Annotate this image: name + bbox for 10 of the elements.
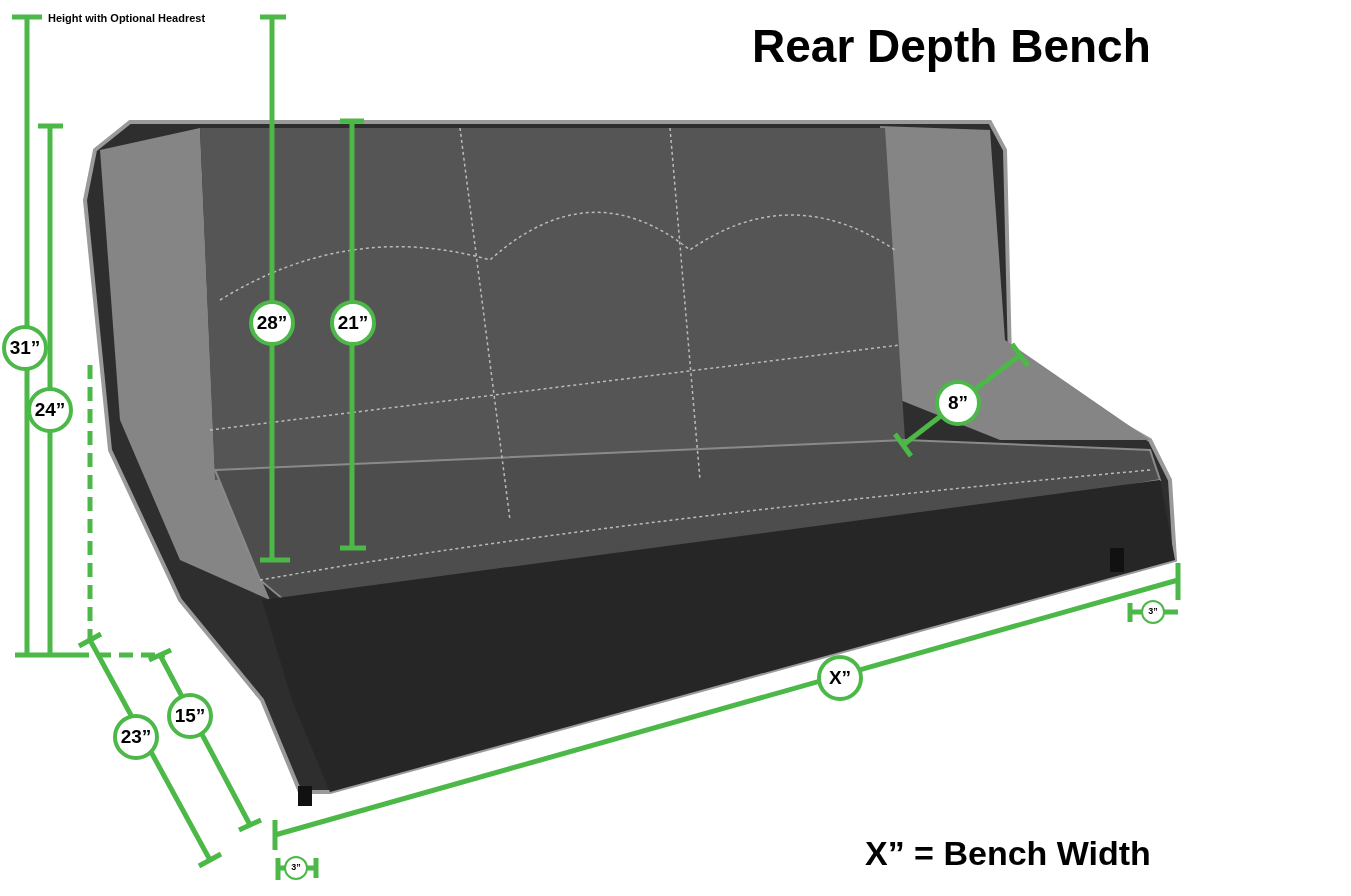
dimension-label: 31”: [2, 325, 48, 371]
dimension-label: 24”: [27, 387, 73, 433]
dimension-label: X”: [817, 655, 863, 701]
dimension-note: Height with Optional Headrest: [48, 11, 206, 26]
dimension-label: 23”: [113, 714, 159, 760]
title: Rear Depth Bench: [752, 19, 1151, 74]
dimension-label: 15”: [167, 693, 213, 739]
dimension-label: 3”: [284, 856, 308, 880]
dimension-label: 3”: [1141, 600, 1165, 624]
legend-note: X” = Bench Width: [865, 833, 1151, 874]
